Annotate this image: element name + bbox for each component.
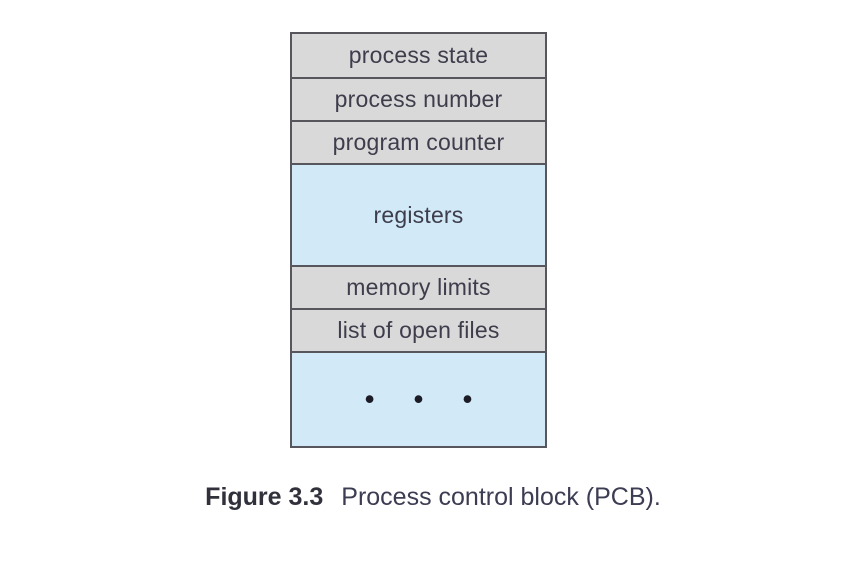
pcb-diagram: process state process number program cou… <box>290 32 547 448</box>
pcb-row-process-state: process state <box>292 34 545 77</box>
figure-caption-text: Process control block (PCB). <box>341 483 661 511</box>
pcb-row-list-of-open-files: list of open files <box>292 308 545 351</box>
pcb-row-process-number: process number <box>292 77 545 120</box>
figure-caption: Figure 3.3 Process control block (PCB). <box>8 483 850 512</box>
pcb-row-ellipsis-dots: • • • <box>292 351 545 446</box>
figure-caption-number: Figure 3.3 <box>205 483 324 511</box>
pcb-row-program-counter: program counter <box>292 120 545 163</box>
pcb-row-registers: registers <box>292 163 545 265</box>
pcb-row-memory-limits: memory limits <box>292 265 545 308</box>
